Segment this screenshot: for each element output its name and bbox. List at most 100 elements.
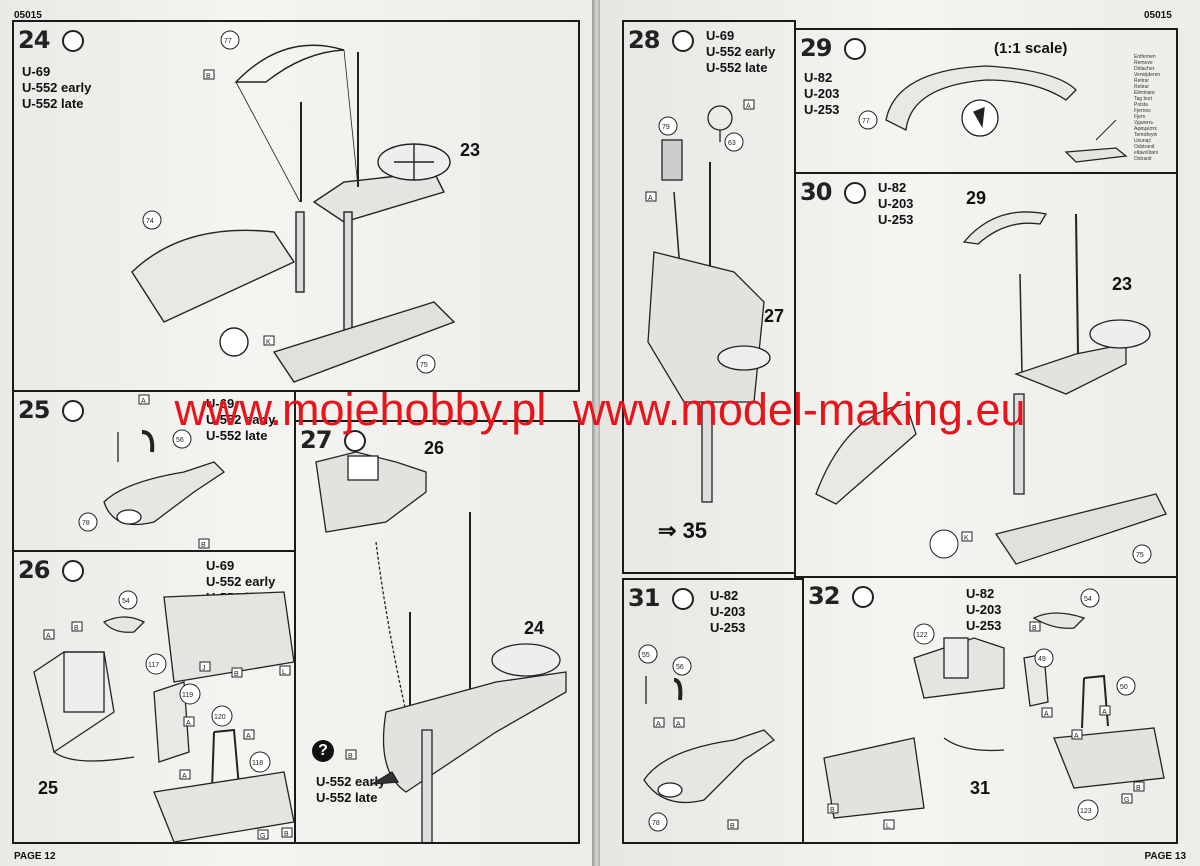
- part-77: 77: [224, 38, 232, 45]
- tag-g: G: [260, 833, 265, 840]
- step-30-diagram: 75 K: [815, 211, 1167, 565]
- part-117: 117: [148, 662, 159, 669]
- tag-a: A: [676, 721, 681, 728]
- step-number: 26: [18, 556, 50, 584]
- step-number: 27: [300, 426, 332, 454]
- tag-a: A: [141, 398, 146, 405]
- part-119: 119: [182, 692, 193, 699]
- step-27-panel: 27 26 24 ? U-552 early U-552 late B: [294, 420, 580, 844]
- tag-b: B: [348, 753, 353, 760]
- part-49: 49: [1038, 656, 1046, 663]
- variant-list: U-82 U-203 U-253: [804, 70, 840, 117]
- step-25-panel: 25 U-69 U-552 early U-552 late 56 78 A: [12, 390, 296, 552]
- glue-icon: [672, 588, 694, 610]
- part-74: 74: [146, 218, 154, 225]
- step-31-diagram: 55 56 78 A A B: [638, 644, 776, 832]
- left-page: 05015 24 U-69 U-552 early U-552 late 23: [0, 0, 594, 866]
- tag-b: B: [206, 73, 211, 80]
- step-32-panel: 32 U-82 U-203 U-253 31 54 122: [802, 576, 1178, 844]
- step-number: 29: [800, 34, 832, 62]
- part-79: 79: [662, 124, 670, 131]
- variant-list: U-82 U-203 U-253: [878, 180, 914, 227]
- tag-a: A: [1044, 711, 1049, 718]
- glue-icon: [344, 430, 366, 452]
- part-54: 54: [122, 598, 130, 605]
- callout-29: 29: [966, 188, 987, 208]
- callout-24: 24: [524, 618, 545, 638]
- glue-icon: [672, 30, 694, 52]
- step-26-panel: 26 U-69 U-552 early U-552 late 25 54: [12, 550, 296, 844]
- callout-23: 23: [1112, 274, 1133, 294]
- step-28-diagram: 79 63 A A: [645, 99, 771, 503]
- glue-icon: [844, 38, 866, 60]
- tag-a: A: [1074, 733, 1079, 740]
- step-number: 30: [800, 178, 832, 206]
- scale-note: (1:1 scale): [994, 40, 1068, 57]
- part-122: 122: [916, 632, 928, 639]
- step-29-diagram: 77: [858, 65, 1128, 163]
- tag-b: B: [234, 671, 239, 678]
- glue-icon: [844, 182, 866, 204]
- page-number: PAGE 13: [1144, 851, 1187, 862]
- glue-icon: [62, 560, 84, 582]
- step-27-diagram: B: [315, 451, 567, 842]
- part-78: 78: [652, 820, 660, 827]
- arrow-right-icon: ⇒: [658, 518, 677, 543]
- help-variant-list: U-552 early U-552 late: [316, 774, 386, 805]
- tag-k: K: [964, 535, 969, 542]
- part-63: 63: [728, 140, 736, 147]
- kit-code: 05015: [14, 10, 42, 21]
- right-page: 05015 28 U-69 U-552 early U-552 late 27 …: [600, 0, 1200, 866]
- step-24-diagram: 77 74 75 B K: [131, 30, 456, 383]
- tag-b: B: [1136, 785, 1141, 792]
- part-50: 50: [1120, 684, 1128, 691]
- callout-26: 26: [424, 438, 445, 458]
- tag-b: B: [74, 625, 79, 632]
- tag-a: A: [246, 733, 251, 740]
- step-24-panel: 24 U-69 U-552 early U-552 late 23: [12, 20, 580, 392]
- variant-list: U-82 U-203 U-253: [710, 588, 746, 635]
- tag-a: A: [1102, 709, 1107, 716]
- callout-25: 25: [38, 778, 59, 798]
- variant-list: U-82 U-203 U-253: [966, 586, 1002, 633]
- glue-icon: [62, 400, 84, 422]
- part-56: 56: [676, 664, 684, 671]
- part-75: 75: [420, 362, 428, 369]
- kit-code: 05015: [1144, 10, 1172, 21]
- part-120: 120: [214, 714, 226, 721]
- part-54: 54: [1084, 596, 1092, 603]
- tag-b: B: [730, 823, 735, 830]
- part-118: 118: [252, 760, 263, 767]
- tag-b: B: [284, 831, 289, 838]
- variant-list: U-69 U-552 early U-552 late: [706, 28, 776, 75]
- part-123: 123: [1080, 808, 1092, 815]
- tag-a: A: [656, 721, 661, 728]
- step-number: 28: [628, 26, 660, 54]
- tag-j: J: [202, 665, 206, 672]
- tag-a: A: [186, 720, 191, 727]
- part-55: 55: [642, 652, 650, 659]
- question-icon: ?: [312, 740, 334, 762]
- part-75: 75: [1136, 552, 1144, 559]
- tag-l: L: [282, 669, 286, 676]
- step-29-panel: 29 U-82 U-203 U-253 (1:1 scale) Entferne…: [794, 28, 1178, 174]
- tag-b: B: [1032, 625, 1037, 632]
- tag-a: A: [46, 633, 51, 640]
- callout-27: 27: [764, 306, 785, 326]
- tag-b: B: [201, 542, 206, 549]
- tag-k: K: [266, 339, 271, 346]
- watermark-url-2: www.model-making.eu: [572, 384, 1026, 435]
- step-32-diagram: 54 122 49 50 123 B A A A B B: [823, 588, 1165, 830]
- part-77: 77: [862, 118, 870, 125]
- tag-l: L: [886, 823, 890, 830]
- step-26-diagram: 54 117 119 120 118 A B J B L A: [33, 590, 294, 842]
- tag-a: A: [182, 773, 187, 780]
- step-28-panel: 28 U-69 U-552 early U-552 late 27 ⇒ 35: [622, 20, 796, 574]
- tag-g: G: [1124, 797, 1129, 804]
- tag-a: A: [746, 103, 751, 110]
- remove-instructions: Entfernen Remove Détacher Verwijderen Re…: [1134, 54, 1161, 162]
- watermark: www.mojehobby.pl www.model-making.eu: [0, 384, 1200, 436]
- watermark-url-1: www.mojehobby.pl: [174, 384, 547, 435]
- page-number: PAGE 12: [14, 851, 56, 862]
- page-gutter: [592, 0, 602, 866]
